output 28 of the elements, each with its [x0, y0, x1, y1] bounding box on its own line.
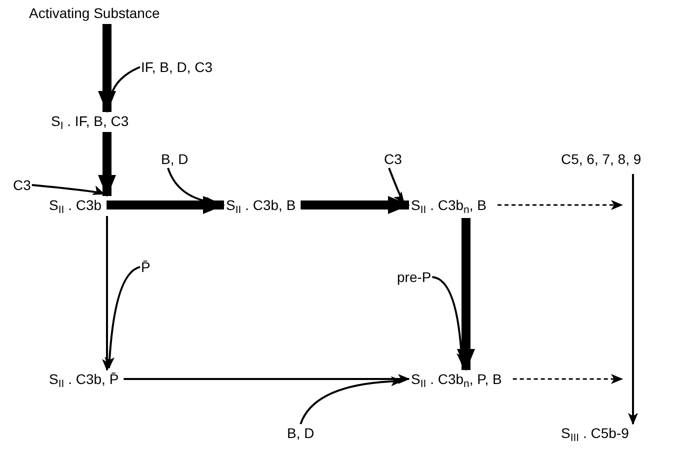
arrow: [98, 132, 116, 197]
label-text: S$_{III}$ . C5b-9: [560, 424, 630, 442]
arrow: [498, 200, 623, 210]
arrow: [98, 24, 116, 113]
label-text: S$_{II}$ . C3b$_{n}$, B: [410, 196, 488, 214]
label-text: C5, 6, 7, 8, 9: [560, 150, 642, 168]
arrow: [104, 266, 140, 369]
label-text: Activating Substance: [28, 4, 161, 22]
arrow: [124, 374, 410, 384]
arrow: [106, 196, 225, 214]
label-text: S$_{II}$ . C3b$_{n}$, P, B: [410, 370, 503, 388]
label-text: B, D: [160, 150, 190, 168]
label-text: S$_{II}$ . C3b, P̄: [48, 370, 120, 388]
arrow: [300, 196, 410, 214]
label-text: S$_{II}$ . C3b, B: [225, 196, 297, 214]
label-text: S$_{I}$ . IF, B, C3: [50, 112, 130, 130]
arrow: [32, 184, 105, 196]
label-text: B, D: [286, 424, 316, 442]
label-text: IF, B, D, C3: [140, 58, 214, 76]
arrow: [300, 376, 403, 424]
label-text: C3: [12, 176, 32, 194]
label-text: C3: [383, 150, 403, 168]
arrow: [512, 374, 623, 384]
arrow: [628, 174, 638, 425]
label-text: P̄: [140, 258, 152, 276]
label-text: S$_{II}$ . C3b: [48, 196, 103, 214]
arrow: [457, 218, 475, 371]
label-text: pre-P: [396, 268, 432, 286]
